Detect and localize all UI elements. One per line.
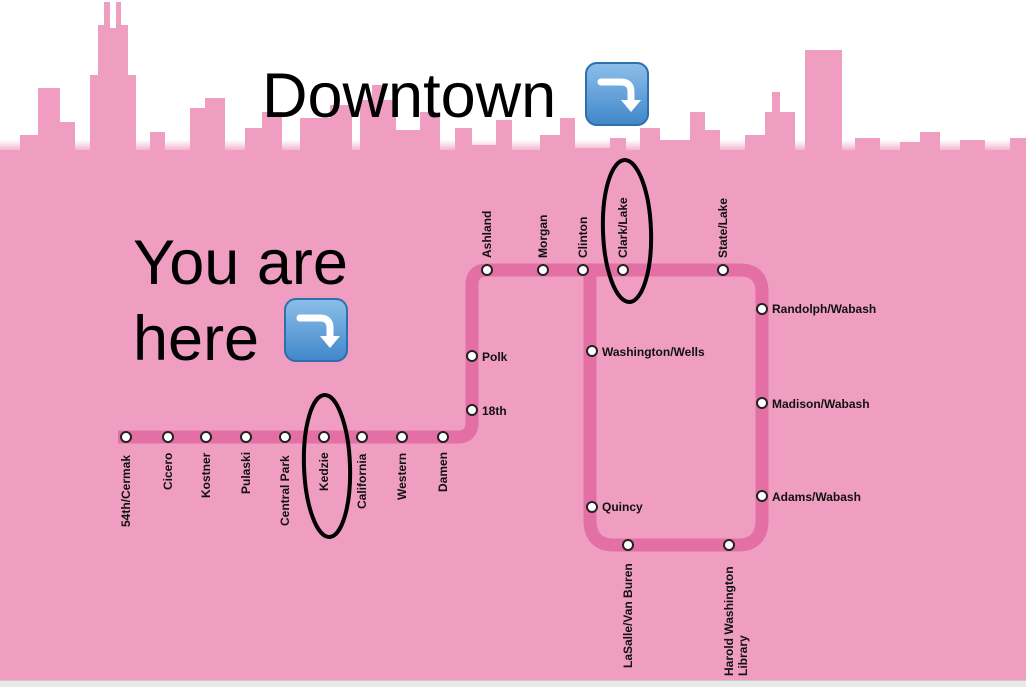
highlight-ring-clark-lake (600, 158, 654, 304)
station-dot-harold-washington[interactable] (723, 539, 735, 551)
station-dot-kostner[interactable] (200, 431, 212, 443)
station-label-polk: Polk (482, 350, 508, 364)
station-dot-18th[interactable] (466, 404, 478, 416)
station-dot-polk[interactable] (466, 350, 478, 362)
station-dot-western[interactable] (396, 431, 408, 443)
station-dot-madison-wabash[interactable] (756, 397, 768, 409)
station-label-kostner: Kostner (199, 452, 213, 498)
station-label-clinton: Clinton (576, 216, 590, 258)
station-label-clark-lake: Clark/Lake (616, 197, 630, 258)
station-dot-cermak[interactable] (120, 431, 132, 443)
station-label-morgan: Morgan (536, 214, 550, 258)
arrow-turn-down-icon (585, 62, 649, 126)
station-dot-damen[interactable] (437, 431, 449, 443)
station-label-cicero: Cicero (161, 452, 175, 490)
station-dot-washington-wells[interactable] (586, 345, 598, 357)
station-label-madison-wabash: Madison/Wabash (772, 397, 870, 411)
station-label-harold-washington-line2: Library (736, 635, 750, 676)
station-dot-morgan[interactable] (537, 264, 549, 276)
you-are-here-annotation: You are here (133, 228, 348, 374)
station-dot-lasalle-van-buren[interactable] (622, 539, 634, 551)
bottom-frame (0, 680, 1026, 687)
track-loop (583, 263, 769, 552)
station-label-adams-wabash: Adams/Wabash (772, 490, 861, 504)
station-label-western: Western (395, 452, 409, 500)
station-label-state-lake: State/Lake (716, 197, 730, 258)
highlight-ring-kedzie (301, 393, 353, 539)
station-dot-quincy[interactable] (586, 501, 598, 513)
station-label-18th: 18th (482, 404, 507, 418)
station-dot-pulaski[interactable] (240, 431, 252, 443)
station-label-harold-washington-line1: Harold Washington (722, 566, 736, 676)
station-dot-clinton[interactable] (577, 264, 589, 276)
station-label-damen: Damen (436, 451, 450, 492)
station-label-quincy: Quincy (602, 500, 643, 514)
station-label-lasalle-van-buren: LaSalle/Van Buren (621, 563, 635, 668)
station-label-cermak: 54th/Cermak (119, 454, 133, 527)
station-dot-central-park[interactable] (279, 431, 291, 443)
arrow-turn-down-icon (284, 298, 348, 362)
station-label-california: California (355, 453, 369, 509)
station-label-pulaski: Pulaski (239, 451, 253, 494)
station-dot-clark-lake[interactable] (617, 264, 629, 276)
station-dot-adams-wabash[interactable] (756, 490, 768, 502)
station-label-kedzie: Kedzie (317, 452, 331, 491)
station-dot-california[interactable] (356, 431, 368, 443)
station-label-ashland: Ashland (480, 210, 494, 258)
downtown-annotation: Downtown (262, 61, 557, 131)
station-dot-state-lake[interactable] (717, 264, 729, 276)
station-label-central-park: Central Park (278, 455, 292, 526)
station-label-randolph-wabash: Randolph/Wabash (772, 302, 877, 316)
station-label-washington-wells: Washington/Wells (602, 345, 705, 359)
station-dot-cicero[interactable] (162, 431, 174, 443)
station-dot-kedzie[interactable] (318, 431, 330, 443)
station-dot-ashland[interactable] (481, 264, 493, 276)
station-dot-randolph-wabash[interactable] (756, 303, 768, 315)
